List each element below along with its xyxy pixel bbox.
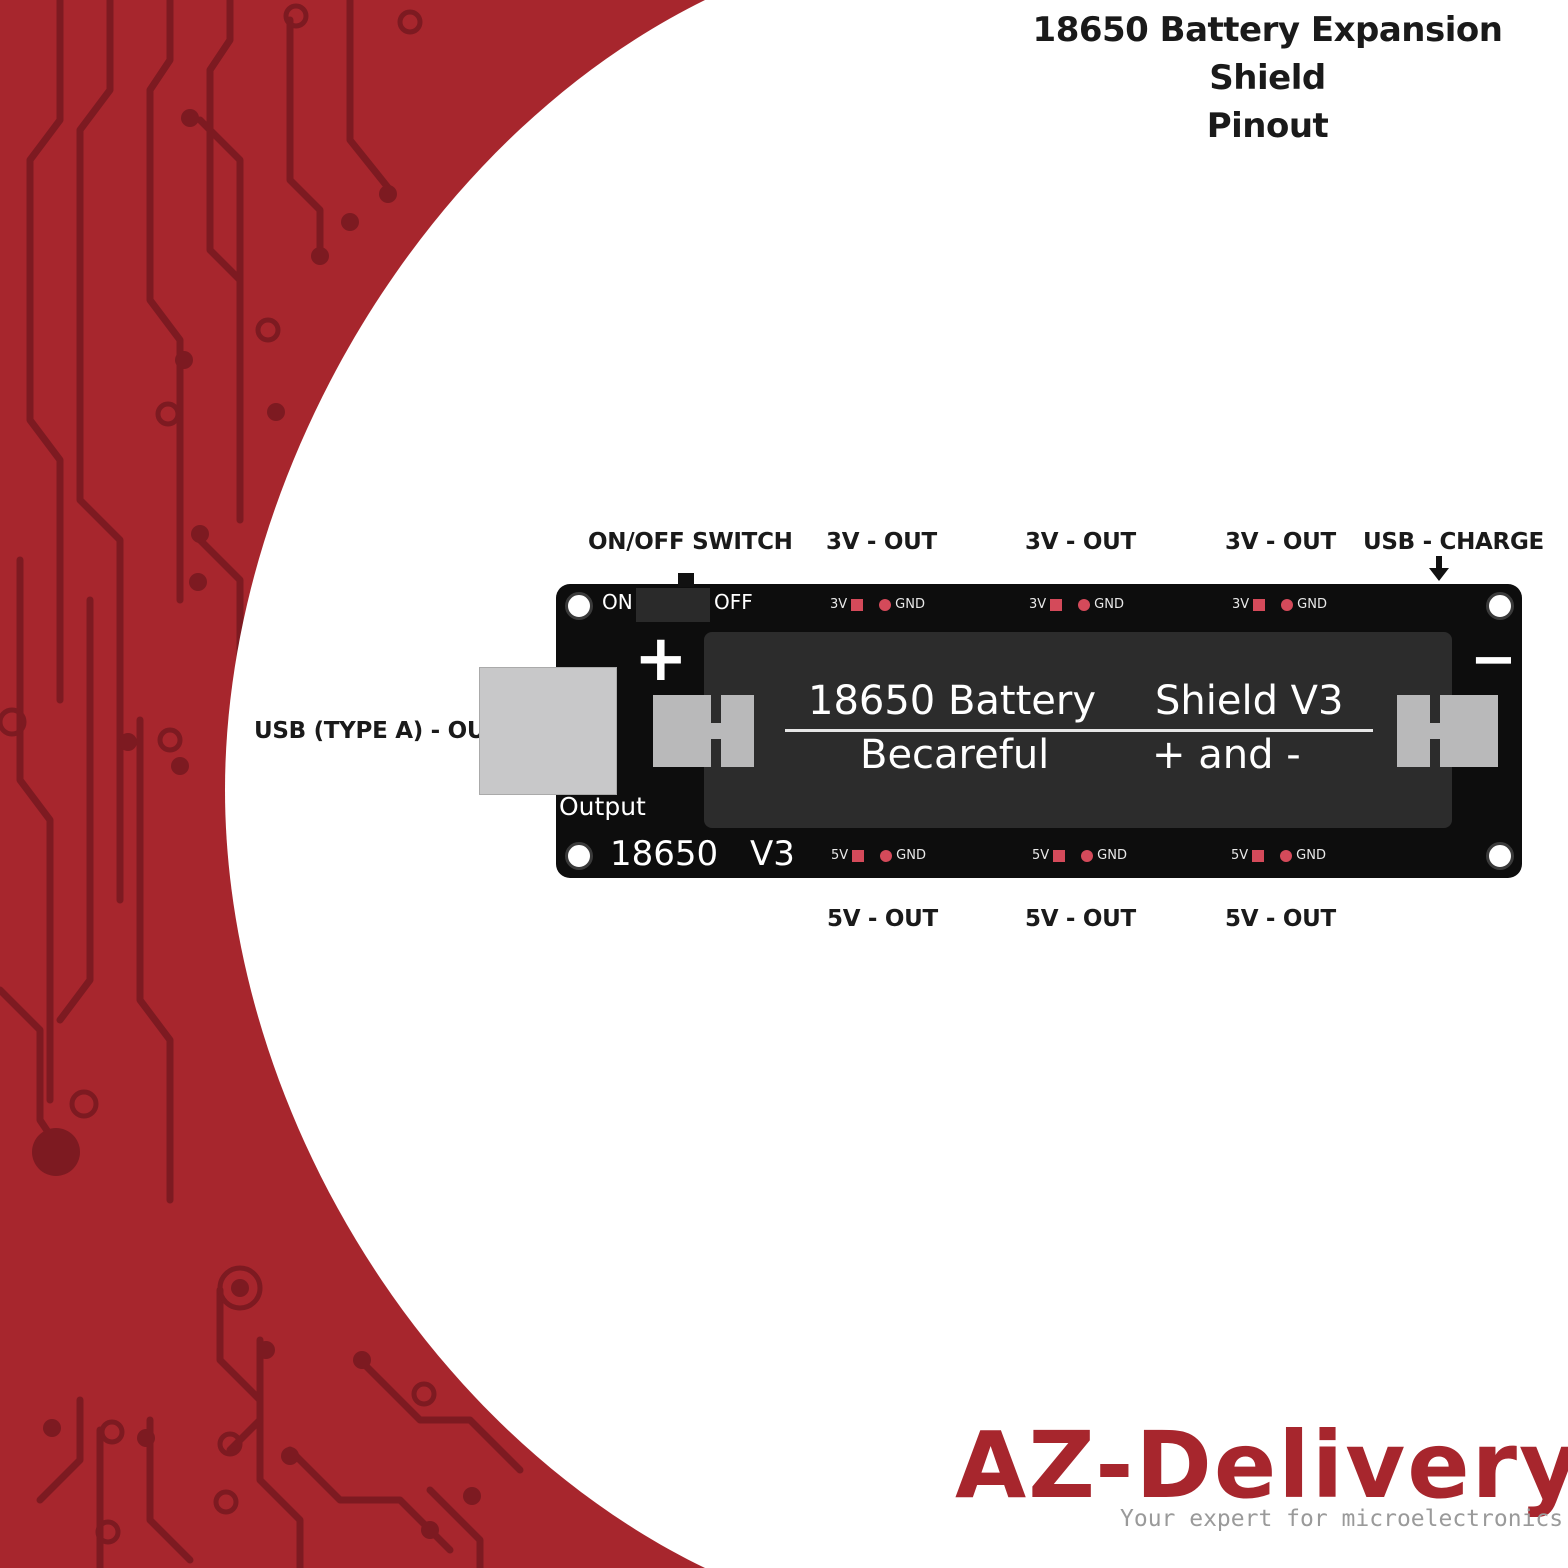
pad-square xyxy=(1053,849,1066,862)
silk-model: 18650 xyxy=(610,834,719,874)
holder-text-becareful: Becareful xyxy=(860,732,1050,778)
label-5v-out-2: 5V - OUT xyxy=(1025,906,1136,932)
pad-square xyxy=(1252,849,1265,862)
label-5v-out-1: 5V - OUT xyxy=(827,906,938,932)
arrow-down-icon xyxy=(1429,556,1449,581)
silk-minus: − xyxy=(1470,627,1517,692)
brand-logo: AZ-Delivery xyxy=(955,1412,1568,1519)
title-line-2: Pinout xyxy=(1206,106,1329,146)
switch-lever xyxy=(678,573,694,587)
label-usb-type-a-out: USB (TYPE A) - OUT xyxy=(254,718,501,744)
label-onoff-switch: ON/OFF SWITCH xyxy=(588,529,793,555)
pad-square xyxy=(851,598,864,611)
brand-tagline: Your expert for microelectronics! xyxy=(1120,1506,1568,1532)
battery-terminal-negative xyxy=(1397,695,1498,767)
pad-round xyxy=(1281,598,1294,611)
silk-version: V3 xyxy=(750,834,795,874)
page-title: 18650 Battery Expansion Shield Pinout xyxy=(975,6,1560,150)
mount-hole-bottom-right xyxy=(1486,842,1514,870)
title-line-1: 18650 Battery Expansion Shield xyxy=(1032,10,1503,98)
battery-terminal-positive xyxy=(653,695,754,767)
pad-round xyxy=(1081,849,1094,862)
holder-text-polarity: + and - xyxy=(1152,732,1301,778)
label-usb-charge: USB - CHARGE xyxy=(1363,529,1544,555)
label-3v-out-3: 3V - OUT xyxy=(1225,529,1336,555)
onoff-switch xyxy=(636,588,710,622)
holder-text-model: 18650 Battery xyxy=(808,678,1097,724)
pad-round xyxy=(1280,849,1293,862)
silk-output: Output xyxy=(559,792,646,821)
mount-hole-top-left xyxy=(565,592,593,620)
silk-on: ON xyxy=(602,590,633,614)
label-5v-out-3: 5V - OUT xyxy=(1225,906,1336,932)
silk-plus: + xyxy=(634,622,688,696)
silk-off: OFF xyxy=(714,590,753,614)
pad-round xyxy=(1078,598,1091,611)
pad-round xyxy=(880,849,893,862)
holder-text-shield: Shield V3 xyxy=(1155,678,1344,724)
pad-square xyxy=(1050,598,1063,611)
usb-type-a-connector xyxy=(479,667,617,795)
mount-hole-bottom-left xyxy=(565,842,593,870)
pad-round xyxy=(879,598,892,611)
pad-square xyxy=(852,849,865,862)
pad-square xyxy=(1253,598,1266,611)
holder-divider xyxy=(785,729,1373,732)
mount-hole-top-right xyxy=(1486,592,1514,620)
label-3v-out-1: 3V - OUT xyxy=(826,529,937,555)
label-3v-out-2: 3V - OUT xyxy=(1025,529,1136,555)
